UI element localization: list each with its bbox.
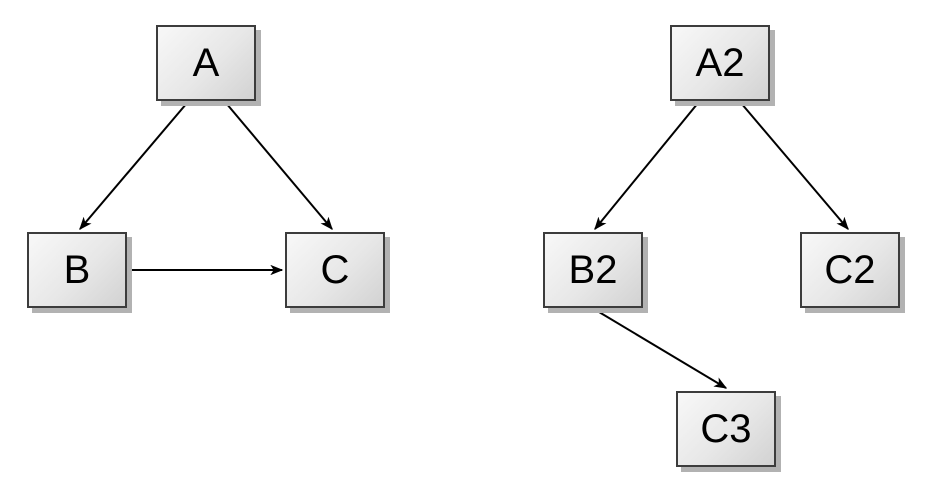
edge-A2-to-B2 (594, 102, 699, 231)
node-A2-label: A2 (695, 41, 745, 85)
node-B[interactable]: B (27, 232, 127, 308)
node-B2[interactable]: B2 (543, 232, 643, 308)
node-C[interactable]: C (285, 232, 385, 308)
edge-A-to-C (225, 102, 333, 230)
node-A2[interactable]: A2 (670, 25, 770, 101)
node-C2[interactable]: C2 (800, 232, 900, 308)
edge-A2-to-C2 (740, 102, 849, 230)
node-A-label: A (192, 41, 220, 85)
node-A[interactable]: A (156, 25, 256, 101)
node-B2-label: B2 (568, 248, 618, 292)
edge-B2-to-C3 (593, 308, 728, 389)
node-B-label: B (63, 248, 91, 292)
node-C3-label: C3 (700, 407, 752, 451)
node-C-label: C (320, 248, 350, 292)
edge-A-to-B (79, 102, 188, 230)
node-C3[interactable]: C3 (676, 391, 776, 467)
node-C2-label: C2 (824, 248, 876, 292)
